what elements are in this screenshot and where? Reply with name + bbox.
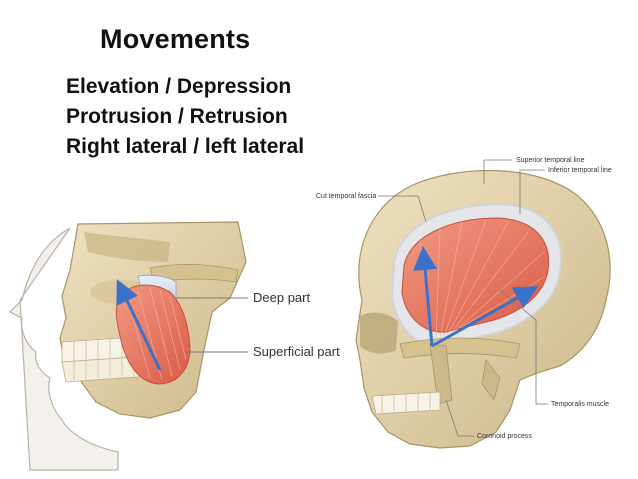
elevation-arrow-temporalis — [413, 246, 438, 347]
movement-item-elevation: Elevation / Depression — [66, 75, 292, 98]
elevation-arrow — [116, 279, 162, 371]
label-coronoid-process: Coronoid process — [477, 433, 532, 440]
left-skull-figure — [8, 221, 248, 471]
retrusion-arrow-temporalis — [431, 286, 539, 348]
movement-item-protrusion: Protrusion / Retrusion — [66, 105, 288, 128]
label-superior-temporal-line: Superior temporal line — [516, 157, 585, 164]
movement-item-lateral: Right lateral / left lateral — [66, 135, 305, 158]
movement-list: Elevation / Depression Protrusion / Retr… — [66, 72, 304, 162]
right-teeth — [371, 391, 441, 415]
label-inferior-temporal-line: Inferior temporal line — [548, 167, 612, 174]
masseter-superficial-part — [115, 284, 191, 385]
slide-title: Movements — [100, 24, 251, 54]
label-cut-temporal-fascia: Cut temporal fascia — [316, 193, 376, 200]
face-profile — [8, 227, 119, 471]
label-temporalis-muscle: Temporalis muscle — [551, 401, 609, 408]
label-deep-part: Deep part — [253, 290, 310, 305]
label-superficial-part: Superficial part — [253, 344, 340, 359]
right-skull-figure — [355, 159, 611, 449]
